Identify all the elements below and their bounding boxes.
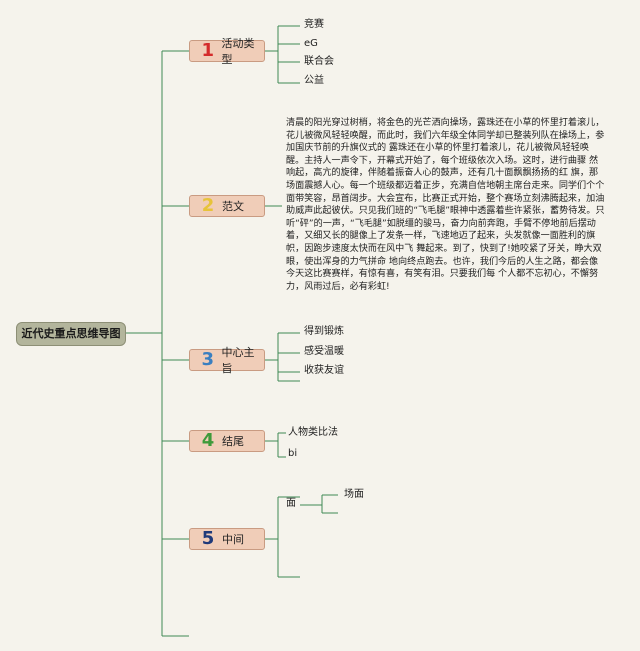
number-badge: 2 <box>201 195 215 216</box>
branch-node-ending[interactable]: 4 结尾 <box>189 430 265 452</box>
leaf-bi[interactable]: bi <box>288 448 298 459</box>
branch-node-activity-type[interactable]: 1 活动类型 <box>189 37 265 66</box>
number-badge: 5 <box>201 528 215 549</box>
leaf-competition[interactable]: 竞赛 <box>304 19 324 30</box>
leaf-charity[interactable]: 公益 <box>304 75 324 86</box>
leaf-feel-warmth[interactable]: 感受温暖 <box>304 346 344 357</box>
branch-node-middle[interactable]: 5 中间 <box>189 528 265 550</box>
leaf-eg[interactable]: eG <box>304 38 318 49</box>
branch-label: 结尾 <box>222 435 244 448</box>
number-badge: 3 <box>201 349 214 370</box>
leaf-scene[interactable]: 场面 <box>344 489 364 500</box>
leaf-gain-friendship[interactable]: 收获友谊 <box>304 365 344 376</box>
leaf-get-exercise[interactable]: 得到锻炼 <box>304 326 344 337</box>
leaf-association[interactable]: 联合会 <box>304 56 334 67</box>
number-badge: 1 <box>201 40 214 61</box>
leaf-surface[interactable]: 面 <box>286 498 296 509</box>
branch-label: 范文 <box>222 200 244 213</box>
branch-label: 中心主旨 <box>221 346 255 375</box>
branch-label: 中间 <box>222 533 244 546</box>
leaf-character-analogy[interactable]: 人物类比法 <box>288 427 338 438</box>
branch-node-sample-essay[interactable]: 2 范文 <box>189 195 265 217</box>
branch-node-central-theme[interactable]: 3 中心主旨 <box>189 346 265 375</box>
branch-label: 活动类型 <box>221 37 255 66</box>
number-badge: 4 <box>201 430 215 451</box>
root-node[interactable]: 近代史重点思维导图 <box>16 322 126 346</box>
essay-text[interactable]: 清晨的阳光穿过树梢，将金色的光芒洒向操场，露珠还在小草的怀里打着滚儿，花儿被微风… <box>286 118 605 292</box>
